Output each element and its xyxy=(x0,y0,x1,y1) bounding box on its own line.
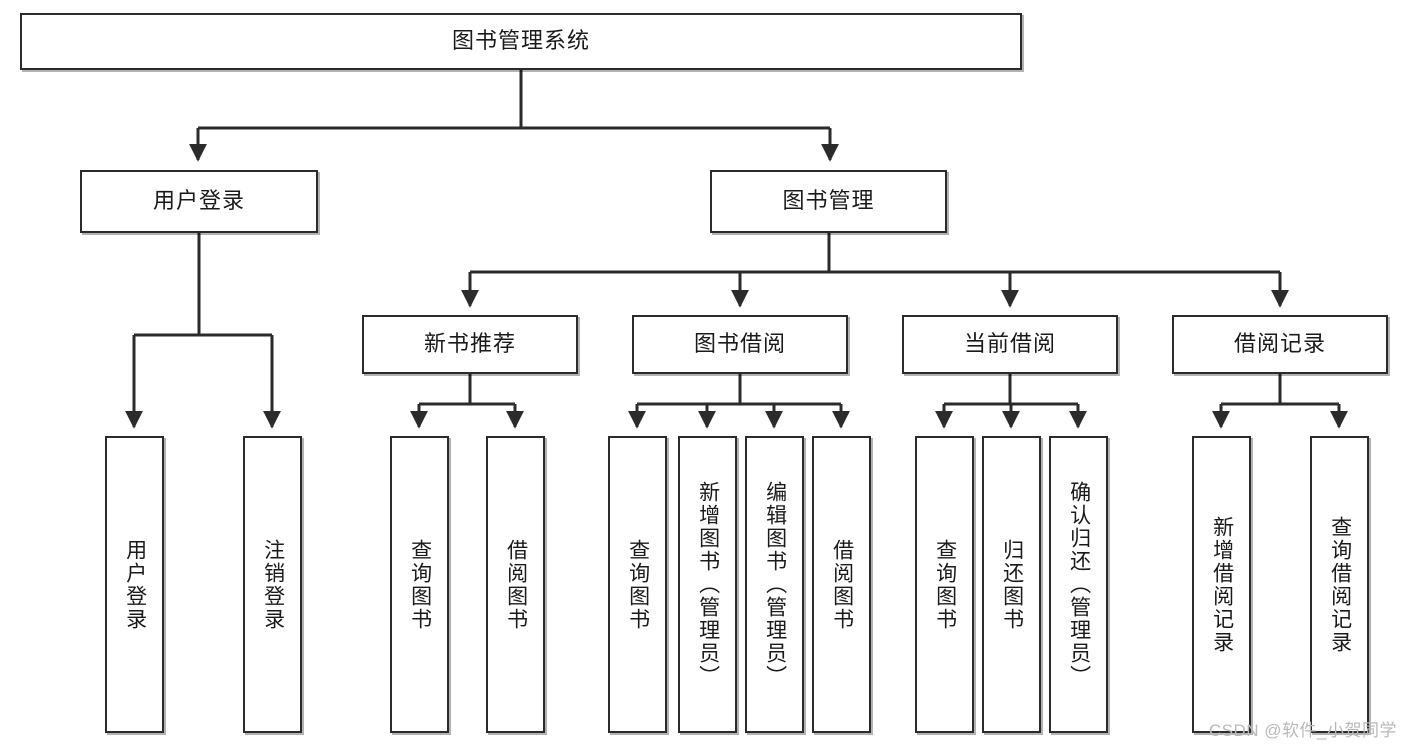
leaf-node-label: 查询图书 xyxy=(408,538,432,631)
leaf-node-label: 用户登录 xyxy=(123,538,147,631)
leaf-node[interactable]: 注销登录 xyxy=(243,436,302,733)
node-book-management[interactable]: 图书管理 xyxy=(710,170,947,233)
node-new-book-recommend-label: 新书推荐 xyxy=(423,331,516,357)
leaf-node[interactable]: 查询图书 xyxy=(915,436,974,733)
leaf-node-label: 借阅图书 xyxy=(830,538,854,631)
leaf-node-label: 编辑图书（管理员） xyxy=(763,481,787,688)
node-root-label: 图书管理系统 xyxy=(451,28,590,54)
leaf-node-label: 确认归还（管理员） xyxy=(1067,481,1091,688)
leaf-node-label: 查询图书 xyxy=(626,538,650,631)
leaf-node[interactable]: 查询图书 xyxy=(390,436,449,733)
leaf-node[interactable]: 查询图书 xyxy=(608,436,667,733)
leaf-node[interactable]: 用户登录 xyxy=(105,436,164,733)
node-current-borrow[interactable]: 当前借阅 xyxy=(902,315,1118,374)
leaf-node-label: 查询借阅记录 xyxy=(1328,515,1352,654)
csdn-watermark: CSDN @软件_小贺同学 xyxy=(1208,721,1397,740)
leaf-node[interactable]: 借阅图书 xyxy=(486,436,545,733)
leaf-node[interactable]: 确认归还（管理员） xyxy=(1049,436,1108,733)
leaf-node[interactable]: 查询借阅记录 xyxy=(1310,436,1369,733)
leaf-node[interactable]: 新增借阅记录 xyxy=(1192,436,1251,733)
node-borrow-record-label: 借阅记录 xyxy=(1233,331,1326,357)
leaf-node-label: 归还图书 xyxy=(1000,538,1024,631)
leaf-node-label: 借阅图书 xyxy=(504,538,528,631)
leaf-node-label: 新增图书（管理员） xyxy=(696,481,720,688)
node-user-login[interactable]: 用户登录 xyxy=(80,170,318,233)
leaf-node-label: 注销登录 xyxy=(261,538,285,631)
node-user-login-label: 用户登录 xyxy=(152,188,245,214)
node-borrow-record[interactable]: 借阅记录 xyxy=(1172,315,1388,374)
node-root[interactable]: 图书管理系统 xyxy=(20,13,1022,70)
leaf-node-label: 查询图书 xyxy=(933,538,957,631)
node-book-management-label: 图书管理 xyxy=(782,188,875,214)
leaf-node[interactable]: 编辑图书（管理员） xyxy=(745,436,804,733)
node-book-borrow[interactable]: 图书借阅 xyxy=(632,315,848,374)
node-current-borrow-label: 当前借阅 xyxy=(963,331,1056,357)
leaf-node[interactable]: 借阅图书 xyxy=(812,436,871,733)
leaf-node-label: 新增借阅记录 xyxy=(1210,515,1234,654)
node-new-book-recommend[interactable]: 新书推荐 xyxy=(362,315,578,374)
node-book-borrow-label: 图书借阅 xyxy=(693,331,786,357)
leaf-node[interactable]: 归还图书 xyxy=(982,436,1041,733)
leaf-node[interactable]: 新增图书（管理员） xyxy=(678,436,737,733)
